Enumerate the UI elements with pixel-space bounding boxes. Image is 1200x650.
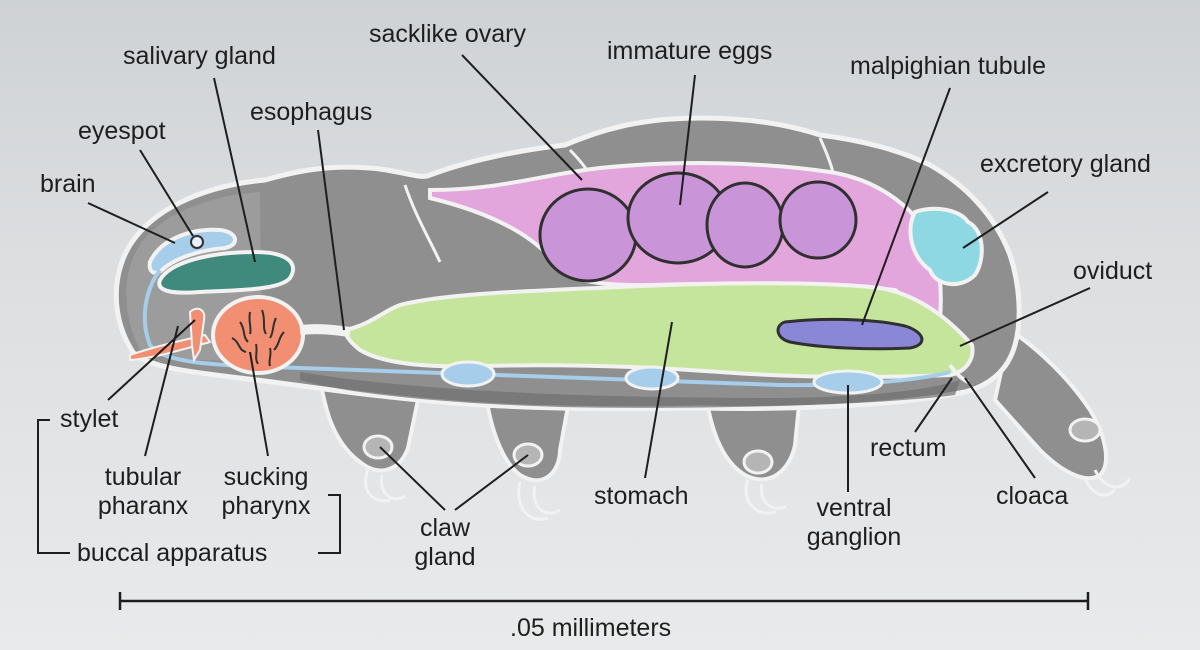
claw-gland-4 <box>1068 417 1102 443</box>
label-rectum: rectum <box>870 434 947 462</box>
stylet <box>129 333 212 362</box>
label-stomach: stomach <box>594 482 689 510</box>
buccal-apparatus-bracket <box>37 419 341 554</box>
label-tubular-pharanx-line1: tubular <box>104 463 182 491</box>
malpighian-tubule <box>776 317 924 351</box>
leader-claw-gland-2 <box>454 454 529 511</box>
ventral-ganglion-1 <box>440 360 496 388</box>
label-esophagus: esophagus <box>250 98 373 126</box>
label-immature-eggs: immature eggs <box>607 37 773 65</box>
leader-malpighian-tubule <box>861 87 951 326</box>
label-cloaca: cloaca <box>996 482 1069 510</box>
leader-oviduct <box>959 287 1091 347</box>
leader-stylet <box>107 319 196 401</box>
label-stylet: stylet <box>60 405 119 433</box>
sucking-pharynx <box>211 295 305 375</box>
label-claw-gland-line1: claw <box>419 514 470 542</box>
leader-sacklike-ovary <box>461 54 583 181</box>
excretory-gland <box>908 206 984 286</box>
label-claw-gland-line2: gland <box>414 542 476 571</box>
claw-gland-3 <box>742 449 774 475</box>
label-malpighian-tubule: malpighian tubule <box>850 52 1046 80</box>
label-buccal-apparatus: buccal apparatus <box>77 539 268 567</box>
salivary-gland <box>157 249 296 295</box>
label-sucking-pharynx: sucking pharynx <box>208 463 324 521</box>
scale-bar-label: .05 millimeters <box>510 614 672 642</box>
immature-egg-4 <box>778 180 858 260</box>
esophagus <box>299 324 351 337</box>
label-eyespot: eyespot <box>78 117 166 145</box>
label-excretory-gland: excretory gland <box>980 150 1151 178</box>
leader-sucking-pharynx <box>249 351 269 457</box>
scale-bar <box>118 592 1090 610</box>
label-sacklike-ovary: sacklike ovary <box>369 20 526 48</box>
ventral-strip <box>300 372 960 408</box>
label-ventral-ganglion: ventral ganglion <box>792 494 916 552</box>
label-claw-gland: claw gland <box>400 514 490 572</box>
leader-cloaca <box>964 377 1036 479</box>
leg-3 <box>702 387 803 482</box>
leader-tubular-pharanx <box>144 325 179 457</box>
leader-brain <box>87 202 176 244</box>
immature-egg-1 <box>538 187 638 283</box>
label-ventral-ganglion-line2: ganglion <box>806 522 902 551</box>
leader-immature-eggs <box>679 74 696 206</box>
label-brain: brain <box>40 170 96 198</box>
label-sucking-pharynx-line1: sucking <box>223 463 309 491</box>
leader-claw-gland-1 <box>379 446 446 511</box>
leader-stomach <box>644 321 673 479</box>
leader-lines <box>87 54 1091 511</box>
label-tubular-pharanx: tubular pharanx <box>88 463 198 521</box>
organs <box>129 161 984 395</box>
eyespot <box>190 235 204 249</box>
ventral-ganglion-2 <box>624 365 680 391</box>
leader-esophagus <box>317 129 345 331</box>
claws <box>364 469 1132 521</box>
leader-eyespot <box>139 149 194 237</box>
leader-salivary-gland <box>213 77 256 263</box>
pharynx-ridges <box>231 309 285 367</box>
segment-crease <box>403 184 442 263</box>
label-sucking-pharynx-line2: pharynx <box>221 491 311 520</box>
leader-rectum <box>914 377 953 433</box>
label-ventral-ganglion-line1: ventral <box>816 494 892 522</box>
label-oviduct: oviduct <box>1073 257 1153 285</box>
label-salivary-gland: salivary gland <box>123 42 276 70</box>
leader-excretory-gland <box>962 191 1049 249</box>
immature-egg-3 <box>705 181 785 269</box>
label-tubular-pharanx-line2: pharanx <box>97 491 189 520</box>
